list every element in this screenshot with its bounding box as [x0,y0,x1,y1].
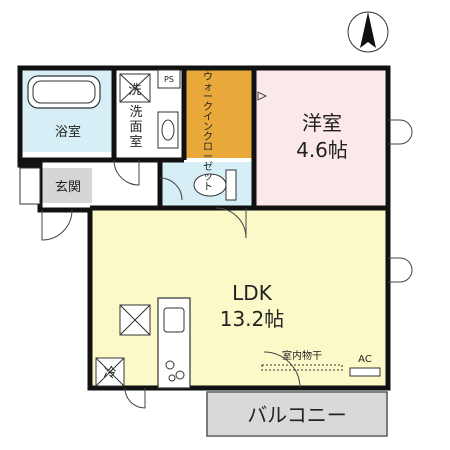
ldk-area [90,210,390,388]
bathtub [27,75,101,109]
balcony-outline [206,391,388,437]
pipe-space [157,69,181,89]
toilet-tank [225,169,237,201]
western-room-entry-door [215,207,247,239]
air-conditioner [349,367,381,377]
stove-burner-3 [168,374,176,382]
entry-door [41,209,73,241]
western-room-size: 4.6帖 [296,138,348,162]
stove-burner-1 [165,360,175,370]
ldk-label: LDK [232,281,273,305]
kitchen-counter [157,297,191,389]
western-room-door [257,91,268,101]
wash-basin [157,111,179,149]
refrigerator-label: 冷 [103,366,116,381]
indoor-drying-label: 室内物干 [282,349,322,362]
indoor-drying-rail [261,364,343,371]
balcony-label: バルコニー [247,403,347,427]
toilet-door [159,177,183,201]
balcony-area [207,393,387,435]
stove-burner-2 [175,370,185,380]
balcony-door [263,351,301,389]
ps-label: PS [164,75,174,84]
ldk-size: 13.2帖 [220,307,285,331]
ac-label: AC [358,354,372,365]
walk-in-closet-label: ウォークインクローゼット [203,71,213,193]
washer-label: 洗 [128,83,141,98]
window-ldk [388,257,413,283]
ldk-back-door [124,387,146,409]
interior-walls [20,68,388,211]
window-western [388,119,413,145]
shoe-box [19,167,41,205]
walk-in-closet-area [184,68,254,158]
western-room-area [255,67,385,207]
entrance-area [42,168,92,203]
kitchen-sink [163,307,185,333]
north-arrow-icon [347,11,389,53]
washroom-label: 洗面室 [129,105,142,150]
entrance-label: 玄関 [55,180,81,195]
bath-label: 浴室 [55,124,81,140]
toilet-bowl [193,173,227,197]
western-room-label: 洋室 [302,111,342,135]
washroom-door [113,159,140,186]
